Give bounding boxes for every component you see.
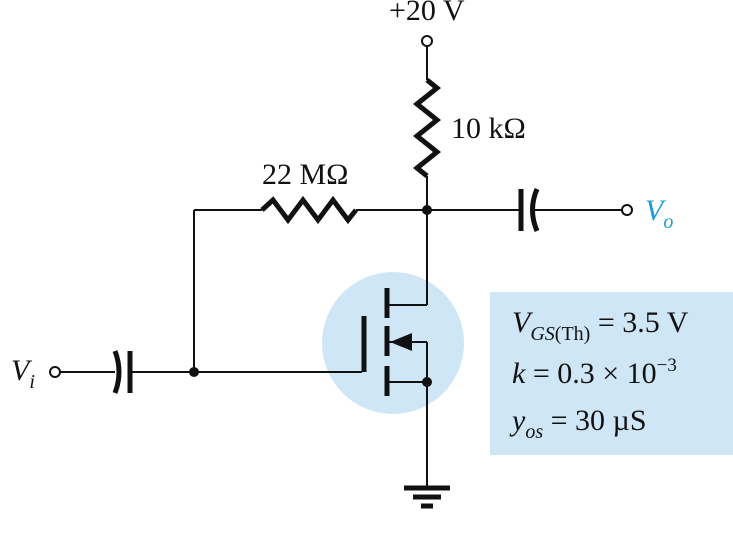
output-cap-plate-curved — [530, 188, 540, 232]
output-label-sub: o — [663, 211, 674, 233]
feedback-resistor-label: 22 MΩ — [262, 158, 349, 191]
gate-node — [189, 367, 199, 377]
param-yos: yos = 30 µS — [512, 404, 647, 443]
parameter-box: VGS(Th) = 3.5 V k = 0.3 × 10−3 yos = 30 … — [490, 292, 733, 455]
param-yos-symbol: y — [512, 404, 526, 437]
param-vgs-paren: (Th) — [554, 323, 591, 345]
input-cap-plate-curved — [112, 350, 122, 394]
param-vgs-symbol: V — [512, 306, 531, 339]
mosfet-arrow — [390, 333, 412, 351]
param-vgs-sub: GS — [530, 323, 555, 345]
feedback-resistor — [260, 195, 358, 225]
output-label-main: V — [645, 194, 664, 227]
drain-resistor — [412, 78, 442, 178]
param-k-symbol: k — [512, 357, 526, 390]
param-k-value: = 0.3 × 10 — [525, 357, 657, 390]
input-label-main: V — [11, 354, 30, 387]
input-label-sub: i — [29, 371, 35, 393]
supply-label: +20 V — [389, 0, 465, 27]
param-vgs-value: = 3.5 V — [590, 306, 689, 339]
input-label: Vi — [11, 354, 35, 393]
drain-resistor-label: 10 kΩ — [451, 112, 526, 145]
param-vgs: VGS(Th) = 3.5 V — [512, 306, 689, 345]
output-label: Vo — [645, 194, 674, 233]
param-yos-value: = 30 µS — [543, 404, 647, 437]
input-terminal — [49, 366, 61, 378]
param-k-exponent: −3 — [656, 355, 677, 376]
output-terminal — [621, 204, 633, 216]
supply-terminal — [421, 35, 433, 47]
param-k: k = 0.3 × 10−3 — [512, 356, 677, 389]
param-yos-sub: os — [525, 421, 544, 443]
